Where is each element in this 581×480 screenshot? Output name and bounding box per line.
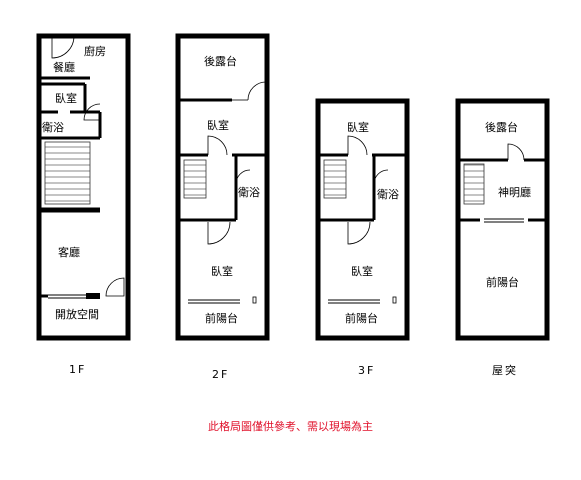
- room-label-bedroom: 臥室: [211, 264, 233, 278]
- floor-label-2f: 2F: [212, 368, 229, 381]
- floor-label-roof: 屋突: [492, 363, 518, 377]
- room-label-open-space: 開放空間: [55, 307, 99, 321]
- room-label-shrine-hall: 神明廳: [498, 185, 531, 199]
- room-label-bedroom: 臥室: [55, 91, 77, 105]
- room-label-kitchen: 廚房: [84, 44, 106, 58]
- room-label-front-balcony: 前陽台: [345, 311, 378, 325]
- room-label-front-balcony: 前陽台: [486, 275, 519, 289]
- room-label-bathroom: 衛浴: [377, 188, 399, 201]
- room-label-bedroom: 臥室: [351, 264, 373, 278]
- room-label-bathroom: 衛浴: [42, 121, 64, 134]
- room-label-bedroom: 臥室: [207, 118, 229, 132]
- room-label-bedroom: 臥室: [347, 120, 369, 134]
- room-label-dining: 餐廳: [53, 60, 75, 74]
- floor-1f-plan: [36, 33, 131, 341]
- room-label-rear-terrace: 後露台: [204, 54, 237, 68]
- disclaimer-text: 此格局圖僅供參考、需以現場為主: [208, 420, 373, 433]
- room-label-front-balcony: 前陽台: [205, 311, 238, 325]
- floor-roof-plan: [455, 98, 550, 341]
- floor-label-3f: 3F: [358, 364, 375, 377]
- floor-roof-room-labels: 後露台 神明廳 前陽台: [485, 120, 531, 289]
- room-label-bathroom: 衛浴: [238, 186, 260, 199]
- floor-1f-room-labels: 廚房 餐廳 臥室 衛浴 客廳 開放空間: [42, 44, 106, 321]
- floor-3f-room-labels: 臥室 衛浴 臥室 前陽台: [345, 120, 399, 325]
- floor-3f-plan: [315, 98, 410, 341]
- room-label-rear-terrace: 後露台: [485, 120, 518, 134]
- room-label-living-room: 客廳: [58, 245, 80, 259]
- floor-2f-plan: [175, 33, 270, 341]
- floor-label-1f: 1F: [69, 363, 86, 376]
- floor-2f-room-labels: 後露台 臥室 衛浴 臥室 前陽台: [204, 54, 260, 325]
